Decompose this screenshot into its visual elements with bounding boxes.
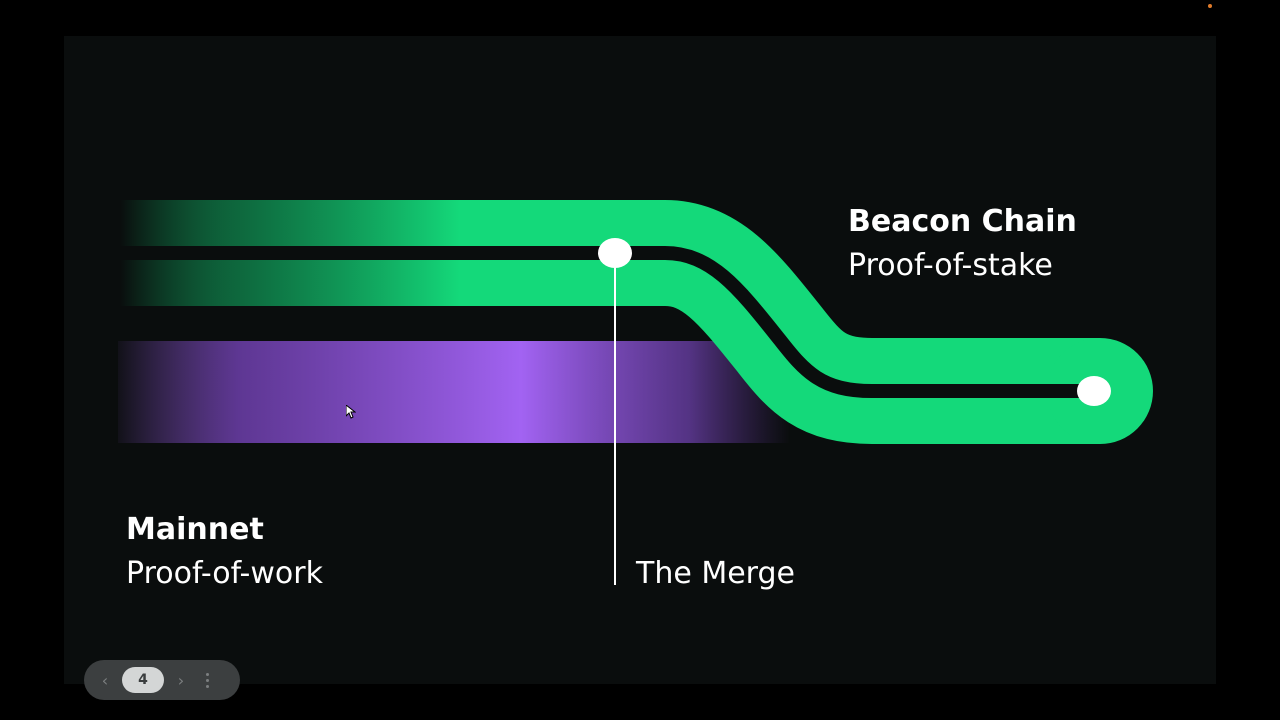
more-options-button[interactable] <box>200 672 214 688</box>
mouse-cursor-icon <box>346 405 356 419</box>
chevron-left-icon: ‹ <box>101 670 109 690</box>
beacon-chain-center-line <box>120 246 1095 398</box>
mainnet-band <box>118 341 790 443</box>
previous-slide-button[interactable]: ‹ <box>94 666 116 694</box>
beacon-chain-subtitle: Proof-of-stake <box>848 248 1053 283</box>
more-vertical-icon <box>205 672 209 676</box>
merge-label: The Merge <box>636 556 795 591</box>
page-number[interactable]: 4 <box>122 667 164 693</box>
recording-indicator <box>1208 4 1212 8</box>
merge-marker <box>598 238 632 268</box>
mainnet-title: Mainnet <box>126 512 264 547</box>
slide-navigation-bar: ‹ 4 › <box>84 660 240 700</box>
beacon-end-marker <box>1077 376 1111 406</box>
chevron-right-icon: › <box>177 670 185 690</box>
next-slide-button[interactable]: › <box>170 666 192 694</box>
mainnet-subtitle: Proof-of-work <box>126 556 323 591</box>
beacon-chain-title: Beacon Chain <box>848 204 1077 239</box>
